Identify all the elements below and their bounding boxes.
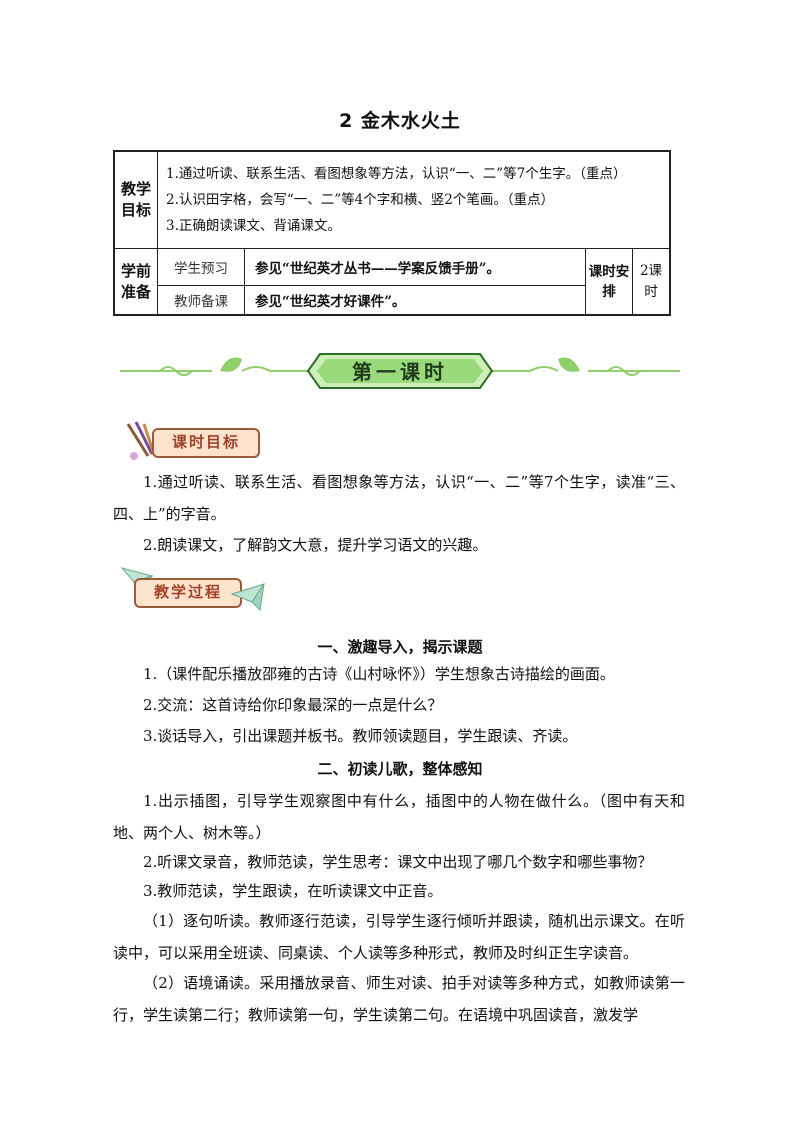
lesson-goal-item: 1.通过听读、联系生活、看图想象等方法，认识“一、二”等7个生字，读准“三、四、… [113,473,685,523]
teacher-ref: 参见“世纪英才好课件”。 [244,285,586,316]
goals-cell: 1.通过听读、联系生活、看图想象等方法，认识“一、二”等7个生字。（重点） 2.… [157,150,671,249]
section-heading-1: 一、激趣导入，揭示课题 [317,638,483,656]
lesson-banner: 第一课时 [120,353,680,389]
lesson-goals-tag-label: 课时目标 [152,428,260,458]
goal-item: 1.通过听读、联系生活、看图想象等方法，认识“一、二”等7个生字。（重点） [166,166,627,182]
lesson-goal-item: 2.朗读课文，了解韵文大意，提升学习语文的兴趣。 [143,536,488,554]
section-heading-2: 二、初读儿歌，整体感知 [317,760,483,778]
leaf-icon [558,357,580,372]
banner-text: 第一课时 [352,360,448,384]
info-table: 教学目标 1.通过听读、联系生活、看图想象等方法，认识“一、二”等7个生字。（重… [113,150,671,316]
section2-item: （1）逐句听读。教师逐行范读，引导学生逐行倾听并跟读，随机出示课文。在听读中，可… [113,912,685,962]
section1-item: 3.谈话导入，引出课题并板书。教师领读题目，学生跟读、齐读。 [143,727,578,745]
goals-row: 教学目标 1.通过听读、联系生活、看图想象等方法，认识“一、二”等7个生字。（重… [113,150,671,249]
prep-row-teacher: 教师备课 参见“世纪英才好课件”。 [114,285,670,316]
student-label: 学生预习 [157,248,245,286]
section1-item: 2.交流：这首诗给你印象最深的一点是什么？ [143,696,443,714]
goal-item: 2.认识田字格，会写“一、二”等4个字和横、竖2个笔画。（重点） [166,192,555,208]
teaching-process-tag-label: 教学过程 [134,578,242,608]
schedule-label: 课时安排 [585,248,633,316]
goal-item: 3.正确朗读课文、背诵课文。 [166,218,341,234]
teacher-label: 教师备课 [157,285,245,316]
document-title: 2 金木水火土 [339,110,461,132]
section2-item: 1.出示插图，引导学生观察图中有什么，插图中的人物在做什么。（图中有天和地、两个… [113,792,685,842]
section2-item: 2.听课文录音，教师范读，学生思考：课文中出现了哪几个数字和哪些事物？ [143,853,653,871]
section2-item: 3.教师范读，学生跟读，在听读课文中正音。 [143,882,443,900]
section1-item: 1.（课件配乐播放邵雍的古诗《山村咏怀》）学生想象古诗描绘的画面。 [143,665,615,683]
section2-item: （2）语境诵读。采用播放录音、师生对读、拍手对读等多种方式，如教师读第一行，学生… [113,974,685,1024]
teaching-process-tag: 教学过程 [118,562,268,618]
schedule-value: 2课时 [632,248,671,316]
goal-header: 教学目标 [113,150,158,249]
prep-header: 学前准备 [113,248,158,316]
prep-row-student: 学前准备 学生预习 参见“世纪英才丛书——学案反馈手册”。 课时安排 2课时 [113,248,671,316]
leaf-icon [220,357,242,372]
lesson-goals-tag: 课时目标 [122,420,262,464]
paper-plane-icon [230,583,266,612]
student-ref: 参见“世纪英才丛书——学案反馈手册”。 [244,248,586,286]
